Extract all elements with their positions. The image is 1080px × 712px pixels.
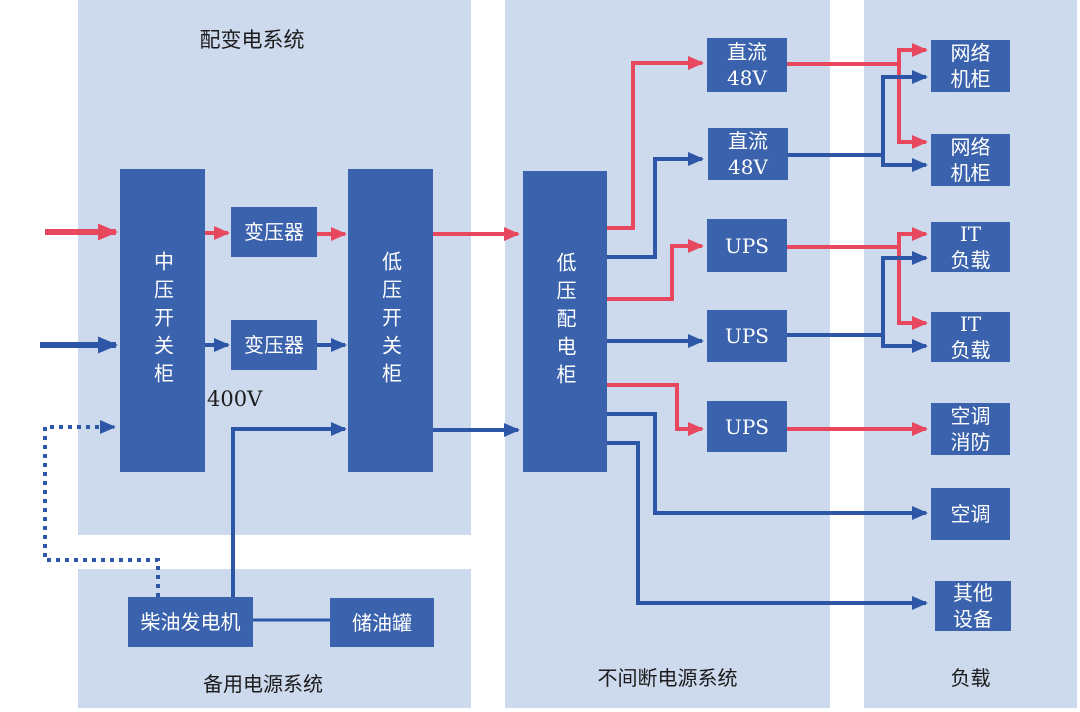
node-ups-2: UPS [707,310,787,362]
node-lv-switchgear: 低压开关柜 [348,169,433,472]
label-400v: 400V [207,387,263,411]
node-transformer-2: 变压器 [231,320,317,370]
title-load: 负载 [950,666,991,690]
title-distribution-system: 配变电系统 [199,28,305,52]
node-lv-distribution: 低压配电柜 [523,171,607,472]
node-it-load-2: IT 负载 [931,312,1010,362]
node-dc48v-1: 直流 48V [707,38,787,92]
node-ac-fire: 空调 消防 [931,403,1010,455]
node-network-cabinet-1: 网络 机柜 [931,40,1010,92]
node-oil-tank: 储油罐 [330,598,434,647]
node-transformer-1: 变压器 [231,207,317,257]
node-network-cabinet-2: 网络 机柜 [931,134,1010,186]
node-ups-3: UPS [707,401,787,452]
node-it-load-1: IT 负载 [931,222,1010,272]
node-diesel-generator: 柴油发电机 [128,597,253,647]
title-ups-system: 不间断电源系统 [597,666,738,690]
node-ac: 空调 [931,488,1010,540]
node-other-equipment: 其他 设备 [935,581,1011,631]
node-mv-switchgear: 中压开关柜 [120,169,205,472]
node-dc48v-2: 直流 48V [708,128,788,180]
node-ups-1: UPS [707,219,787,272]
title-backup-power-system: 备用电源系统 [203,672,323,696]
